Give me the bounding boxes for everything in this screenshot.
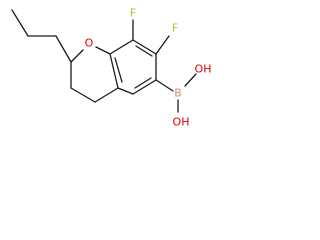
bond-b-oh-upper — [184, 73, 197, 87]
molecule-structure: O F F B OH OH — [11, 7, 212, 129]
hydroxyl-lower-label: OH — [173, 116, 190, 129]
bond-c5-c4a — [117, 87, 134, 95]
bond-c6-c5-inner — [134, 77, 152, 89]
bond-c4a-c8a — [109, 53, 119, 89]
atom-labels: O F F B OH OH — [85, 7, 212, 129]
fluorine-right-label: F — [172, 22, 178, 35]
bond-group — [11, 9, 197, 113]
fluorine-top-label: F — [130, 7, 136, 20]
bond-c8a-c8 — [109, 39, 134, 55]
bond-c6-b — [155, 79, 174, 92]
bond-o1-c8a — [95, 46, 111, 55]
bond-c2-o1 — [70, 49, 84, 63]
bond-c4a-c8a-inner — [114, 57, 123, 83]
hydroxyl-upper-label: OH — [195, 63, 212, 76]
molecule-canvas: O F F B OH OH — [0, 0, 217, 144]
bond-c6-c5 — [132, 79, 157, 95]
bond-c8-c7 — [132, 39, 157, 55]
bond-c7-f — [155, 35, 170, 55]
bond-c3-c4 — [70, 87, 96, 103]
ring-oxygen-label: O — [85, 37, 94, 50]
bond-propyl-1 — [11, 9, 29, 37]
boron-label: B — [174, 87, 182, 100]
bond-c7-c7-inner — [135, 45, 153, 57]
bond-propyl-3 — [55, 35, 72, 63]
bond-c4-c4a — [94, 87, 119, 103]
